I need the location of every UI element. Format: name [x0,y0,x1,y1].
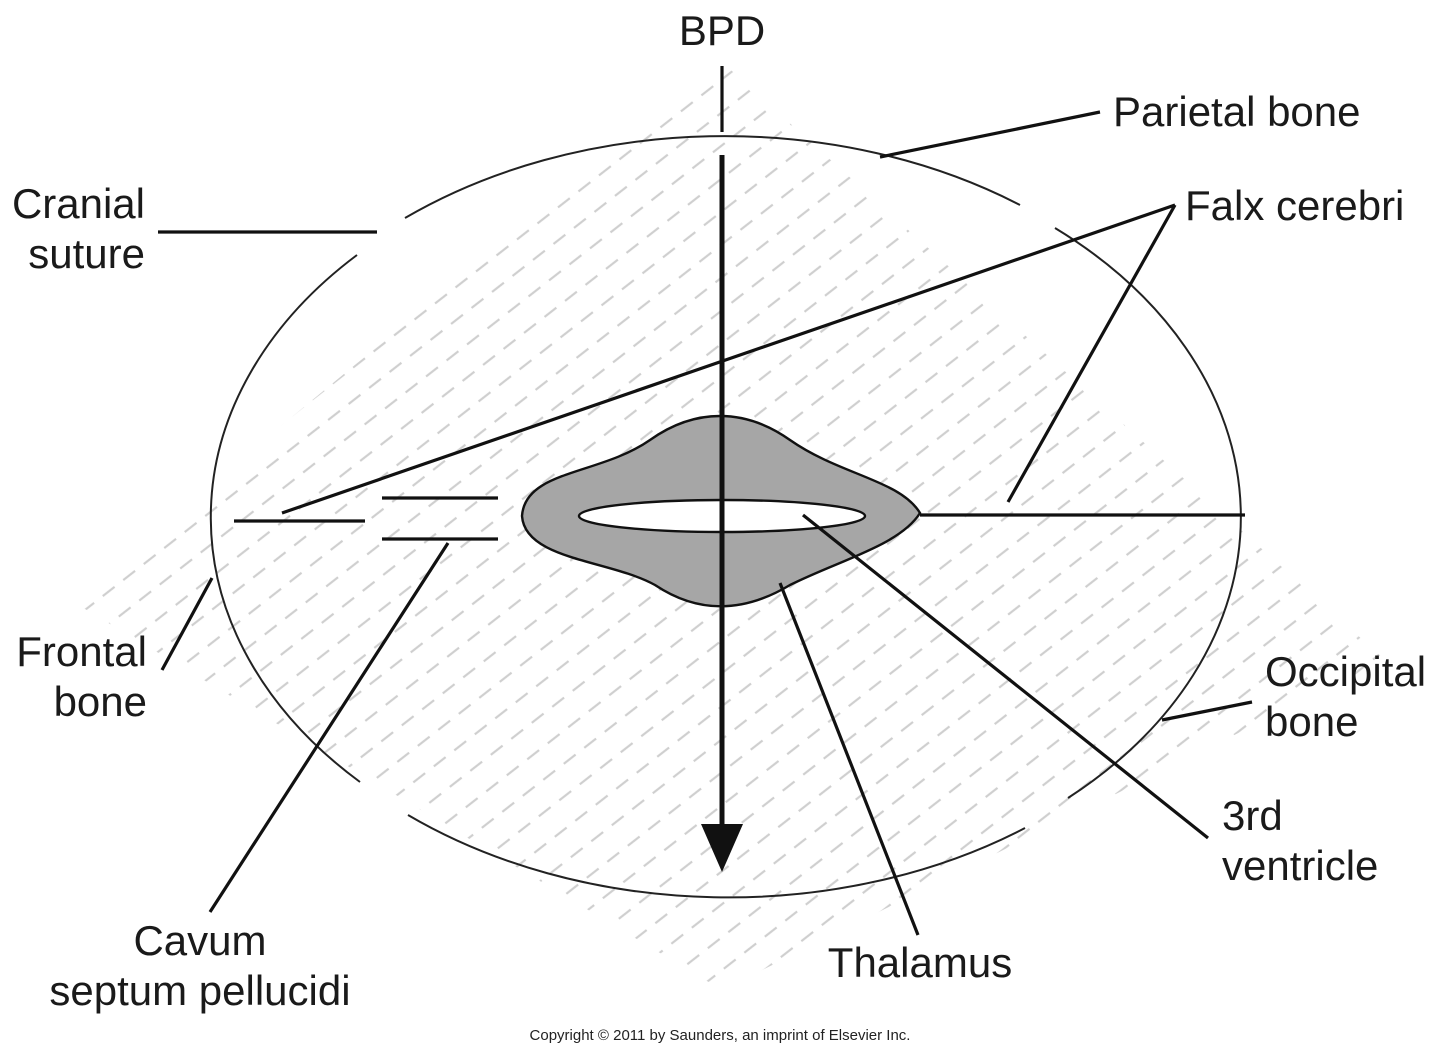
label-frontal-bone-line2: bone [54,678,147,725]
label-thalamus: Thalamus [828,939,1012,986]
label-occipital-bone-line1: Occipital [1265,648,1426,695]
label-bpd: BPD [679,7,765,54]
leader-lines [158,66,1253,936]
label-parietal-bone: Parietal bone [1113,88,1361,135]
label-cavum-line1: Cavum [133,917,266,964]
falx-midline [234,513,1245,523]
label-third-ventricle-line1: 3rd [1222,792,1283,839]
label-occipital-bone-line2: bone [1265,698,1358,745]
skull-outline [209,135,1242,899]
label-cranial-suture-line1: Cranial [12,180,145,227]
cavum-septum-pellucidi-shape [382,496,498,541]
label-frontal-bone-line1: Frontal [16,628,147,675]
label-third-ventricle-line2: ventricle [1222,842,1378,889]
copyright-note: Copyright © 2011 by Saunders, an imprint… [530,1027,911,1044]
bpd-arrow [701,155,743,872]
label-cranial-suture-line2: suture [28,230,145,277]
label-falx-cerebri: Falx cerebri [1185,182,1404,229]
label-cavum-line2: septum pellucidi [49,967,350,1014]
